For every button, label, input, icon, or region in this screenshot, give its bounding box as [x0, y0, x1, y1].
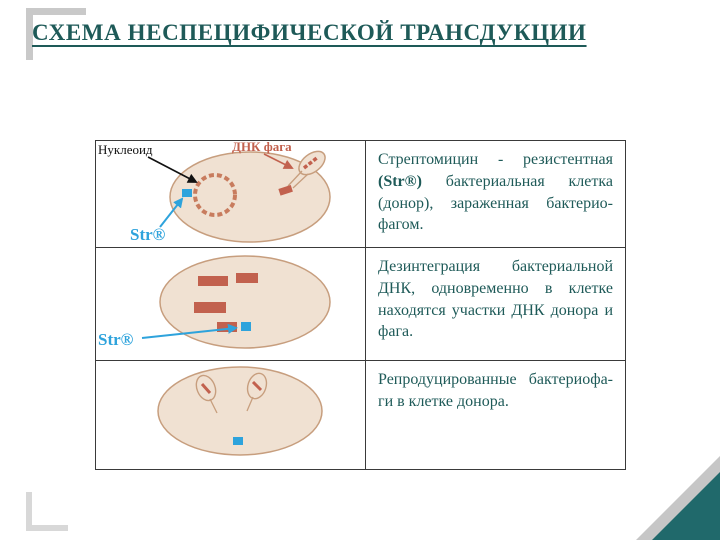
str-label-row2: Str® [98, 330, 134, 349]
str-arrow-row2 [141, 323, 238, 339]
scheme-table: Нуклеоид ДНК фага Str® Стрептомицин - ре… [95, 140, 626, 470]
phage-dna-arrow [263, 153, 294, 169]
description-text-3: Репродуцированные бактериофа-ги в клетке… [378, 371, 613, 410]
corner-bracket-top-left-horizontal [26, 8, 86, 15]
phage-dna-coil [302, 155, 320, 170]
corner-bracket-top-left-vertical [26, 8, 33, 60]
diagram-dna-disintegration: Str® [98, 255, 331, 349]
phage-dna-label: ДНК фага [232, 141, 292, 154]
diagram-reproduced-phages [157, 366, 323, 456]
corner-bracket-bottom-left-horizontal [26, 525, 68, 531]
str-marker-square [182, 189, 192, 197]
slide-title: СХЕМА НЕСПЕЦИФИЧЕСКОЙ ТРАНСДУКЦИИ [32, 20, 587, 45]
corner-teal-triangle [652, 472, 720, 540]
nucleoid-label: Нуклеоид [98, 142, 153, 157]
str-marker-square [233, 437, 243, 445]
str-marker-square [241, 322, 251, 331]
diagram-cell-disintegrated-dna: Str® [96, 248, 366, 360]
diagram-infected-donor-cell: Нуклеоид ДНК фага Str® [98, 141, 331, 244]
phage-dna-coil [200, 383, 212, 394]
description-cell-1: Стрептомицин - резистентная (Str®) бакте… [366, 141, 625, 247]
description-1-post: бактериальная клетка (донор), зараженная… [378, 172, 613, 234]
corner-bracket-bottom-left-vertical [26, 492, 32, 531]
str-label-row1: Str® [130, 225, 166, 244]
diagram-cell-infected-cell: Нуклеоид ДНК фага Str® [96, 141, 366, 247]
description-1-pre: Стрептомицин - резистентная [378, 151, 613, 168]
dna-fragment [194, 302, 226, 313]
phage-dna-coil [251, 380, 263, 392]
str-arrow-row1 [159, 197, 184, 228]
description-1-str-bold: (Str®) [378, 172, 422, 190]
table-row-2: Str® Дезинтеграция бактериальной ДНК, од… [96, 248, 625, 361]
dna-fragment [236, 273, 258, 283]
table-row-1: Нуклеоид ДНК фага Str® Стрептомицин - ре… [96, 141, 625, 248]
description-text-2: Дезинтеграция бактериальной ДНК, одновре… [378, 258, 613, 341]
bacteriophage [278, 150, 326, 196]
nucleoid-ring [193, 173, 237, 217]
dna-fragment [198, 276, 228, 286]
table-row-3: Репродуцированные бактериофа-ги в клетке… [96, 361, 625, 469]
dna-fragment [217, 322, 237, 332]
reproduced-phage [195, 374, 218, 414]
injected-phage-dna [278, 184, 293, 196]
nucleoid-arrow [147, 156, 198, 183]
reproduced-phage [246, 372, 268, 412]
description-text-1: Стрептомицин - резистентная (Str®) бакте… [378, 149, 613, 236]
description-cell-3: Репродуцированные бактериофа-ги в клетке… [366, 361, 625, 469]
corner-decoration-bottom-right [636, 456, 720, 540]
diagram-cell-reproduced-phages [96, 361, 366, 469]
description-cell-2: Дезинтеграция бактериальной ДНК, одновре… [366, 248, 625, 360]
